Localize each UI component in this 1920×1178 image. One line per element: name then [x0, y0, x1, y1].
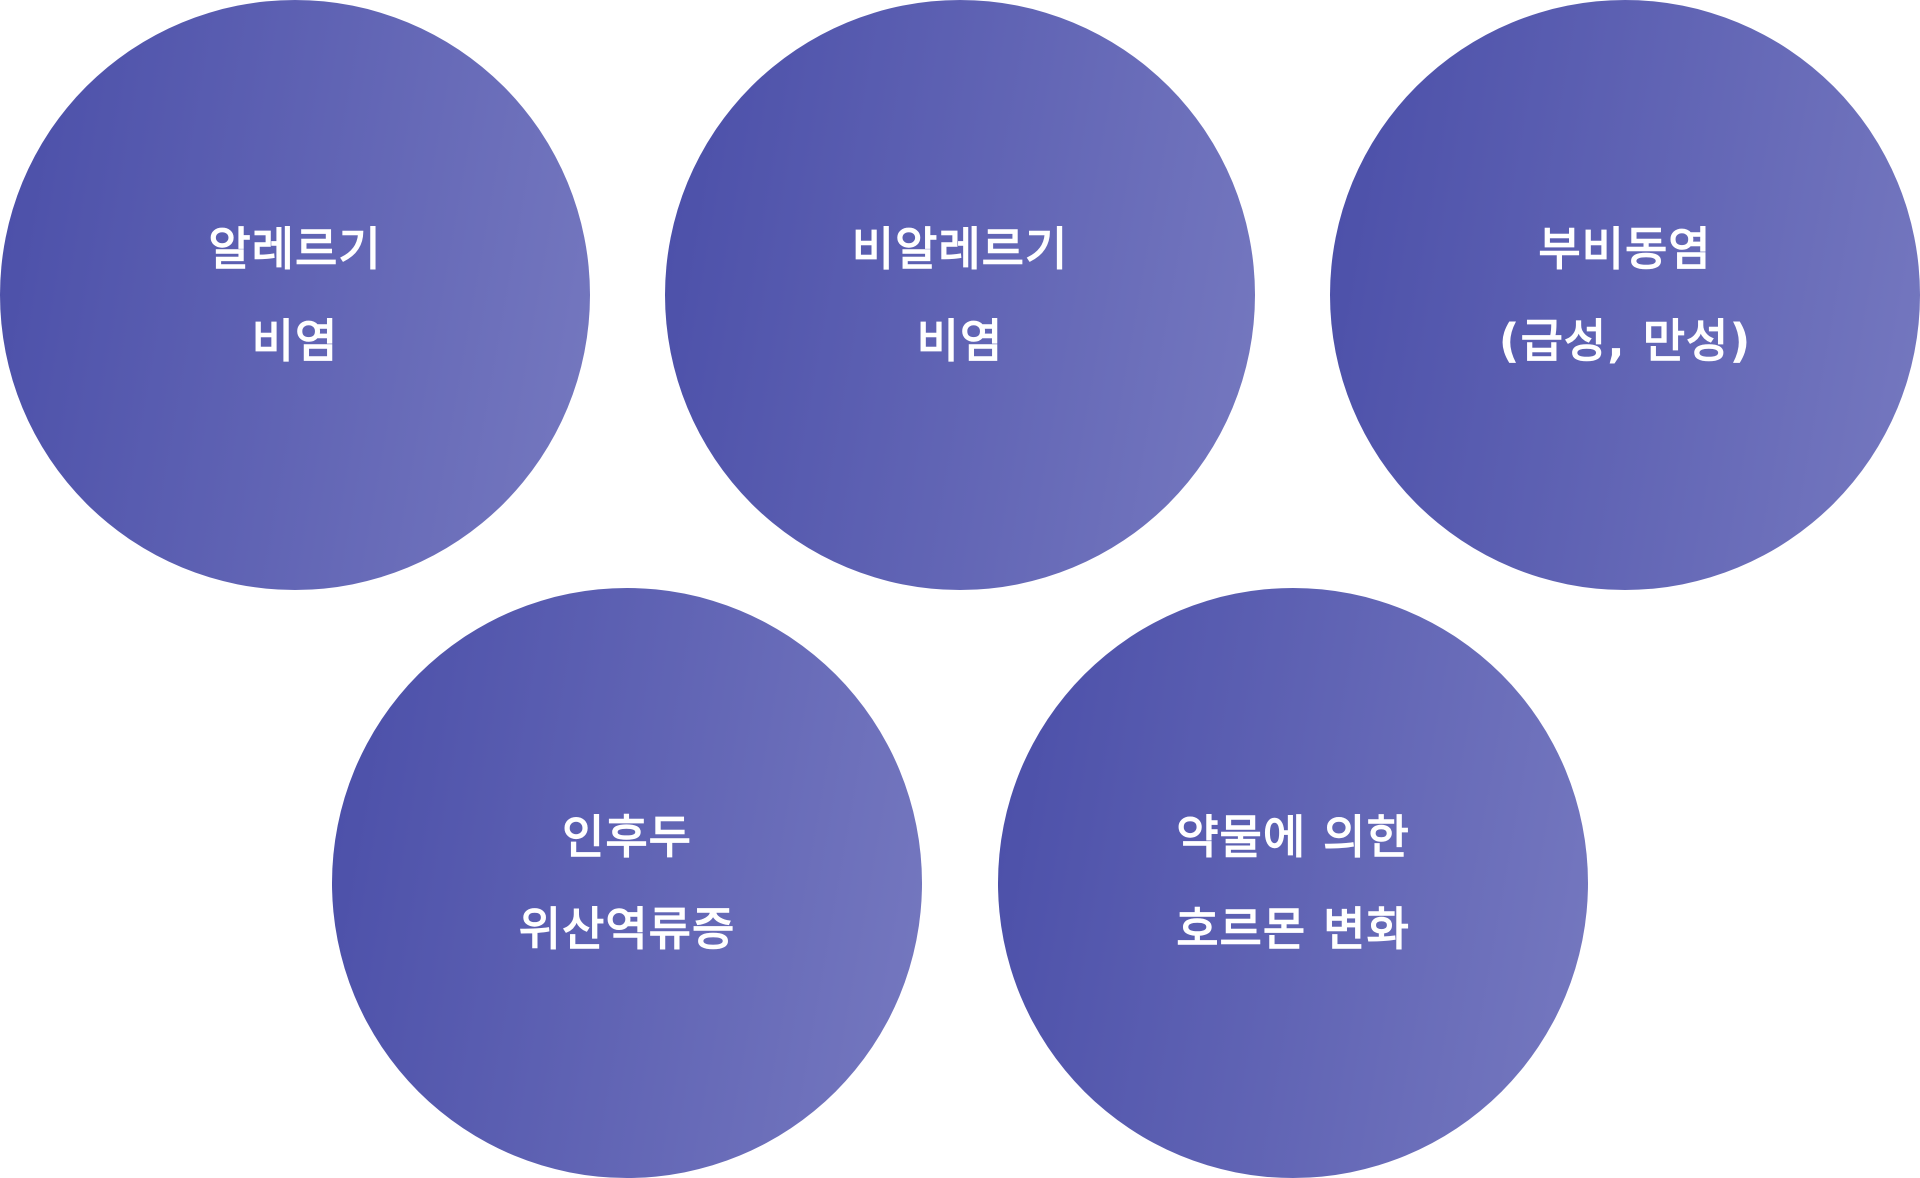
circle-sinusitis: 부비동염 (급성, 만성) [1330, 0, 1920, 590]
circle-label: 알레르기 비염 [208, 203, 381, 387]
circle-label-line-2: 호르몬 변화 [1176, 902, 1410, 956]
circle-label: 인후두 위산역류증 [519, 791, 736, 975]
circle-label: 약물에 의한 호르몬 변화 [1176, 791, 1410, 975]
circle-drug-hormone-change: 약물에 의한 호르몬 변화 [998, 588, 1588, 1178]
circle-label-line-1: 알레르기 [208, 222, 382, 276]
circle-label: 비알레르기 비염 [852, 203, 1069, 387]
circle-label: 부비동염 (급성, 만성) [1499, 203, 1752, 387]
circle-label-line-2: 위산역류증 [518, 902, 736, 956]
circle-label-line-2: 비염 [251, 314, 339, 368]
circle-label-line-2: 비염 [916, 314, 1004, 368]
circle-laryngopharyngeal-reflux: 인후두 위산역류증 [332, 588, 922, 1178]
circle-label-line-1: 비알레르기 [851, 222, 1069, 276]
circle-non-allergic-rhinitis: 비알레르기 비염 [665, 0, 1255, 590]
circle-allergic-rhinitis: 알레르기 비염 [0, 0, 590, 590]
circle-label-line-2: (급성, 만성) [1498, 314, 1752, 368]
circle-label-line-1: 인후두 [562, 810, 692, 864]
circle-label-line-1: 부비동염 [1538, 222, 1712, 276]
circle-label-line-1: 약물에 의한 [1176, 810, 1410, 864]
